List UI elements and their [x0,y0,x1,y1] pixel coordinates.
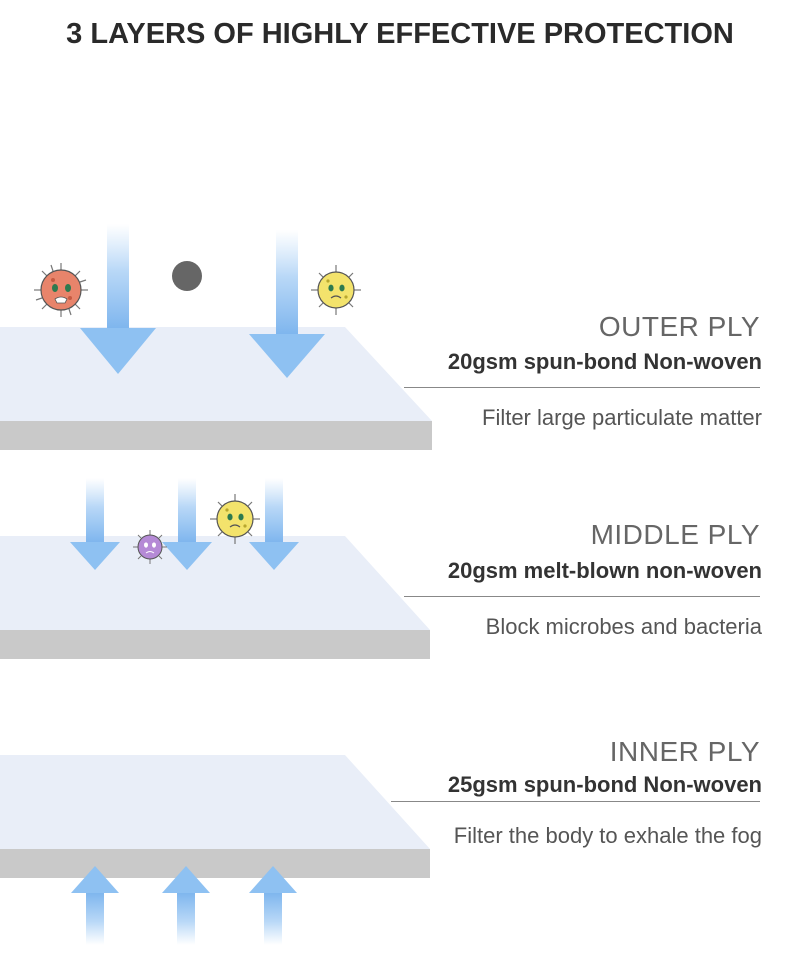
inner-ply-desc: Filter the body to exhale the fog [453,823,762,848]
middle-ply-desc: Block microbes and bacteria [485,614,762,639]
inner-ply-divider [391,801,760,802]
arrow-down-icon [80,224,156,374]
outer-ply-edge [0,421,432,450]
page-title: 3 LAYERS OF HIGHLY EFFECTIVE PROTECTION [66,18,734,50]
outer-ply-divider [404,387,760,388]
middle-ply-top [0,536,430,630]
outer-ply-name: OUTER PLY [598,311,760,342]
arrow-up-icon [249,866,297,945]
outer-ply-top [0,327,432,421]
inner-ply-edge [0,849,430,878]
middle-ply-layer [0,536,430,659]
outer-ply-desc: Filter large particulate matter [482,405,762,430]
middle-ply-edge [0,630,430,659]
arrow-down-icon [249,230,325,378]
inner-ply-name: INNER PLY [609,736,760,767]
arrow-down-icon [162,478,212,570]
particle-icon [172,261,202,291]
outer-ply-spec: 20gsm spun-bond Non-woven [447,349,762,374]
inner-ply-layer [0,755,430,878]
arrow-down-icon [70,478,120,570]
arrow-up-icon [162,866,210,945]
germ-icon [34,263,88,317]
germ-icon [210,494,260,544]
germ-icon [311,265,361,315]
arrow-down-icon [249,478,299,570]
middle-ply-name: MIDDLE PLY [590,519,760,550]
arrow-up-icon [71,866,119,945]
middle-ply-divider [404,596,760,597]
inner-ply-top [0,755,430,849]
germ-icon [133,530,167,564]
middle-ply-spec: 20gsm melt-blown non-woven [447,558,762,583]
inner-ply-spec: 25gsm spun-bond Non-woven [447,772,762,797]
outer-ply-layer [0,327,432,450]
